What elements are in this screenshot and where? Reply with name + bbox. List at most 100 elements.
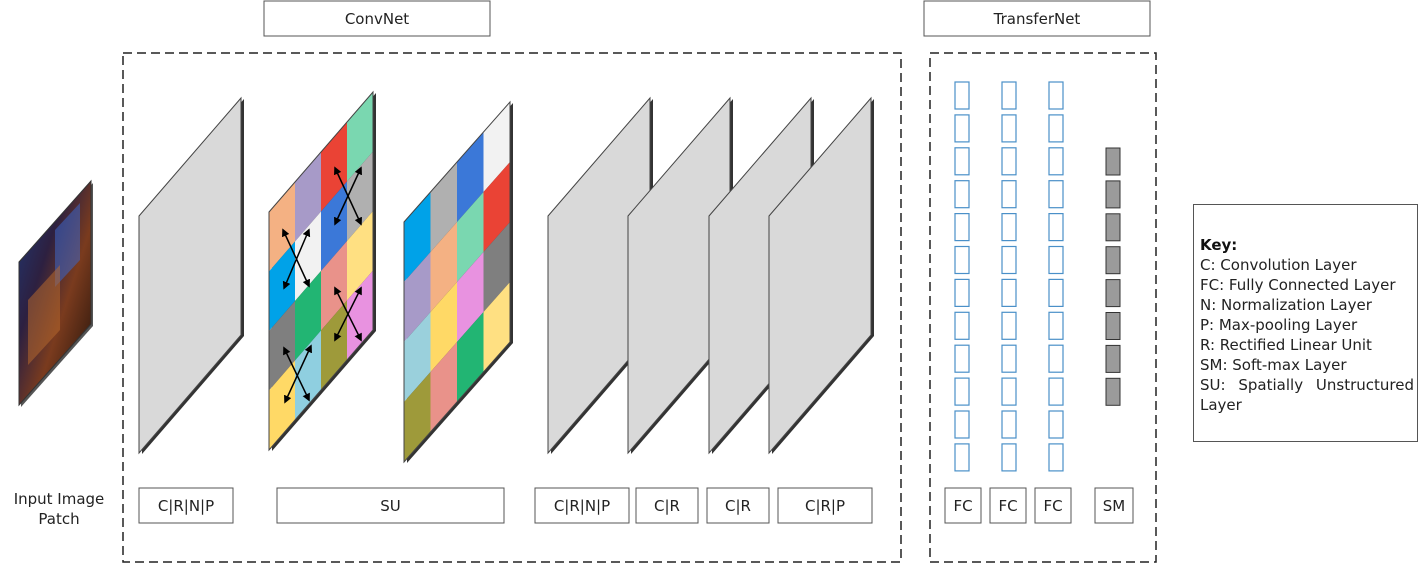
fc-unit (1001, 410, 1017, 439)
block-box (1034, 487, 1072, 524)
fc-unit (1001, 180, 1017, 209)
key-item: C: Convolution Layer (1200, 256, 1357, 274)
key-legend: Key: C: Convolution Layer FC: Fully Conn… (1193, 204, 1418, 442)
transfernet-block-labels: FC FC FC SM (944, 487, 1134, 524)
su-layer-border (268, 90, 374, 452)
su-swap-arrows (282, 166, 362, 404)
block-label: C|R|N|P (158, 497, 214, 515)
block-label: FC (998, 497, 1017, 515)
su-grid-before (268, 90, 376, 452)
fc-unit (1048, 245, 1064, 275)
fc-unit (1048, 147, 1064, 176)
input-image-patch-label: Input Image Patch (13, 490, 105, 528)
sm-unit (1105, 312, 1121, 340)
transfernet-frame (929, 52, 1157, 563)
su-cell (295, 152, 321, 242)
block-label: SU (380, 497, 401, 515)
block-box (706, 487, 770, 524)
block-box (777, 487, 873, 524)
sm-unit (1105, 213, 1121, 242)
fc-unit (1001, 443, 1017, 472)
sm-unit (1105, 344, 1121, 373)
su-cell (347, 211, 373, 301)
fc-unit (1001, 278, 1017, 307)
fc-unit (1048, 114, 1064, 143)
fc-unit (954, 180, 970, 209)
fc-unit (954, 443, 970, 472)
fc-unit (954, 278, 970, 307)
fc-unit (1001, 81, 1017, 110)
su-cell (321, 241, 347, 331)
convnet-header-label: ConvNet (345, 10, 409, 28)
block-label: C|R (725, 497, 751, 515)
fc-unit (1048, 344, 1064, 373)
key-item: R: Rectified Linear Unit (1200, 336, 1372, 354)
block-box (534, 487, 630, 524)
block-label: FC (953, 497, 972, 515)
key-item: FC: Fully Connected Layer (1200, 276, 1396, 294)
conv-layers (138, 96, 874, 455)
su-cell (269, 182, 295, 272)
fc-unit (1001, 377, 1017, 406)
transfernet-header: TransferNet (923, 0, 1151, 37)
softmax-units (1105, 147, 1121, 406)
fc-unit (1048, 81, 1064, 110)
swap-arrow (282, 228, 311, 290)
fc-unit (954, 213, 970, 242)
fc-unit (1001, 344, 1017, 373)
fc-unit (1048, 311, 1064, 340)
su-cell (347, 92, 373, 182)
key-item: N: Normalization Layer (1200, 296, 1372, 314)
swap-arrow (334, 286, 362, 342)
fc-unit (1048, 410, 1064, 439)
sm-unit (1105, 180, 1121, 209)
su-grid-after (403, 100, 513, 464)
fc-unit (954, 344, 970, 373)
swap-arrow (334, 166, 362, 226)
su-cell (269, 301, 295, 391)
fc-unit (954, 377, 970, 406)
key-title: Key: (1200, 236, 1238, 254)
transfernet-header-label: TransferNet (993, 10, 1081, 28)
block-label: C|R|N|P (554, 497, 610, 515)
block-label: FC (1043, 497, 1062, 515)
block-label: C|R|P (805, 497, 845, 515)
fc-unit (1048, 180, 1064, 209)
fc-unit (1048, 278, 1064, 307)
key-item: SU: Spatially Unstructured Layer (1200, 376, 1414, 414)
fc-unit (1048, 443, 1064, 472)
fc-unit (1001, 114, 1017, 143)
fc-units (954, 81, 1064, 472)
block-box (138, 487, 234, 524)
input-image-patch (18, 179, 93, 407)
fc-unit (954, 81, 970, 110)
fc-unit (1001, 311, 1017, 340)
sm-unit (1105, 246, 1121, 275)
convnet-header: ConvNet (263, 0, 491, 37)
fc-unit (1001, 213, 1017, 242)
sm-unit (1105, 377, 1121, 406)
fc-unit (1001, 245, 1017, 275)
fc-unit (1048, 377, 1064, 406)
conv-layer (138, 96, 242, 455)
block-box (989, 487, 1027, 524)
fc-unit (954, 114, 970, 143)
su-cell (321, 122, 347, 212)
conv-layer (768, 96, 872, 455)
fc-unit (954, 245, 970, 275)
fc-unit (954, 410, 970, 439)
sm-unit (1105, 279, 1121, 308)
block-box (635, 487, 699, 524)
su-cell (295, 271, 321, 361)
block-box (1094, 487, 1134, 524)
key-item: SM: Soft-max Layer (1200, 356, 1347, 374)
fc-unit (1001, 147, 1017, 176)
block-label: SM (1103, 497, 1125, 515)
su-layer-border (403, 100, 511, 464)
block-box (276, 487, 505, 524)
fc-unit (954, 311, 970, 340)
fc-unit (954, 147, 970, 176)
fc-unit (1048, 213, 1064, 242)
